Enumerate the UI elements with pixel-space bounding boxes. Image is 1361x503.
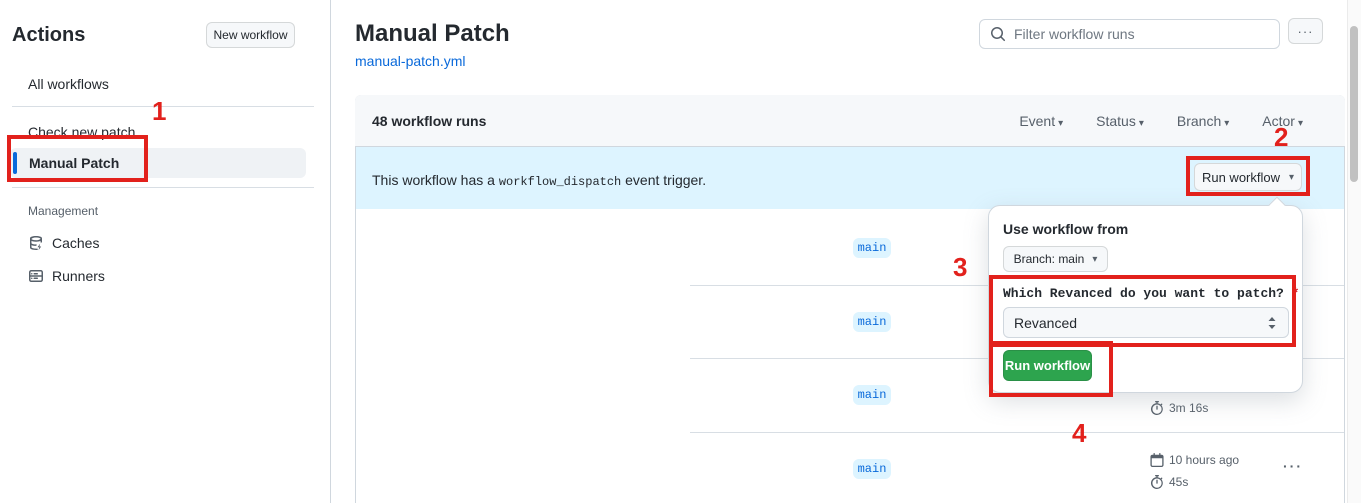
filter-branch[interactable]: Branch▾	[1176, 113, 1230, 129]
runs-count-label: 48 workflow runs	[372, 113, 487, 129]
filter-status[interactable]: Status▾	[1096, 113, 1144, 129]
search-icon	[991, 27, 1006, 42]
runs-card-header	[355, 95, 1345, 147]
sidebar-item-manual-patch-label: Manual Patch	[29, 155, 120, 171]
branch-badge[interactable]: main	[853, 238, 891, 258]
caches-label: Caches	[52, 235, 100, 251]
sidebar-item-manual-patch[interactable]	[10, 148, 306, 178]
chevron-down-icon: ▾	[1297, 118, 1303, 129]
run-workflow-dropdown-button[interactable]: Run workflow▾	[1194, 163, 1302, 191]
runs-filter-bar: Event▾ Status▾ Branch▾ Actor▾	[989, 95, 1303, 147]
runners-label: Runners	[52, 268, 105, 284]
sidebar-item-runners[interactable]: Runners	[28, 268, 105, 284]
chevron-down-icon: ▾	[1224, 118, 1230, 129]
sidebar-divider-vertical	[330, 0, 331, 503]
select-arrows-icon	[1268, 316, 1276, 329]
run-workflow-submit-button[interactable]: Run workflow	[1003, 350, 1092, 381]
sidebar-item-caches[interactable]: Caches	[28, 235, 99, 251]
stopwatch-icon	[1150, 475, 1163, 489]
workflow-dispatch-code: workflow_dispatch	[498, 175, 622, 189]
use-workflow-from-label: Use workflow from	[1003, 221, 1129, 237]
required-asterisk: *	[1291, 286, 1300, 301]
workflows-sidebar: Actions New workflow All workflows Check…	[0, 0, 330, 503]
chevron-down-icon: ▾	[1058, 118, 1064, 129]
sidebar-divider	[12, 187, 314, 188]
run-duration: 3m 16s	[1150, 401, 1208, 415]
chevron-down-icon: ▾	[1138, 118, 1144, 129]
row-divider	[356, 358, 1344, 359]
banner-text: This workflow has a workflow_dispatch ev…	[372, 172, 707, 189]
workflow-dispatch-banner	[356, 147, 1344, 209]
sidebar-title: Actions	[12, 24, 86, 46]
page-title: Manual Patch	[355, 20, 510, 47]
branch-badge[interactable]: main	[853, 385, 891, 405]
new-workflow-button[interactable]: New workflow	[206, 22, 295, 48]
management-section-label: Management	[28, 204, 99, 218]
annotation-number-2: 2	[1274, 122, 1289, 152]
selected-accent-bar	[13, 152, 17, 174]
branch-selector-button[interactable]: Branch: main▾	[1003, 246, 1108, 272]
filter-runs-searchbox[interactable]	[979, 19, 1280, 49]
chevron-down-icon: ▾	[1092, 253, 1098, 265]
revanced-select[interactable]: Revanced	[1003, 307, 1289, 338]
scrollbar-thumb[interactable]	[1350, 26, 1358, 182]
filter-event[interactable]: Event▾	[1019, 113, 1064, 129]
row-divider	[356, 432, 1344, 433]
branch-badge[interactable]: main	[853, 312, 891, 332]
search-input[interactable]	[1014, 26, 1269, 42]
sidebar-divider	[12, 106, 314, 107]
annotation-number-4: 4	[1072, 418, 1087, 448]
run-duration: 45s	[1150, 475, 1188, 489]
calendar-icon	[1150, 453, 1164, 467]
chevron-down-icon: ▾	[1289, 171, 1295, 183]
annotation-number-3: 3	[953, 252, 968, 282]
redacted-area	[356, 210, 690, 503]
branch-badge[interactable]: main	[853, 459, 891, 479]
sidebar-item-check-new-patch[interactable]: Check new patch	[28, 124, 136, 140]
stopwatch-icon	[1150, 401, 1163, 415]
sidebar-item-all-workflows[interactable]: All workflows	[28, 76, 109, 92]
row-divider	[356, 285, 1344, 286]
filter-actor[interactable]: Actor▾	[1262, 113, 1303, 129]
workflow-file-link[interactable]: manual-patch.yml	[355, 53, 466, 69]
workflow-input-label: Which Revanced do you want to patch? *	[1003, 286, 1300, 301]
run-date: 10 hours ago	[1150, 453, 1239, 467]
run-kebab-menu[interactable]: ···	[1283, 458, 1303, 474]
more-options-button[interactable]: ···	[1288, 18, 1323, 44]
annotation-number-1: 1	[152, 96, 167, 126]
runners-icon	[29, 270, 43, 282]
cache-icon	[30, 236, 42, 251]
